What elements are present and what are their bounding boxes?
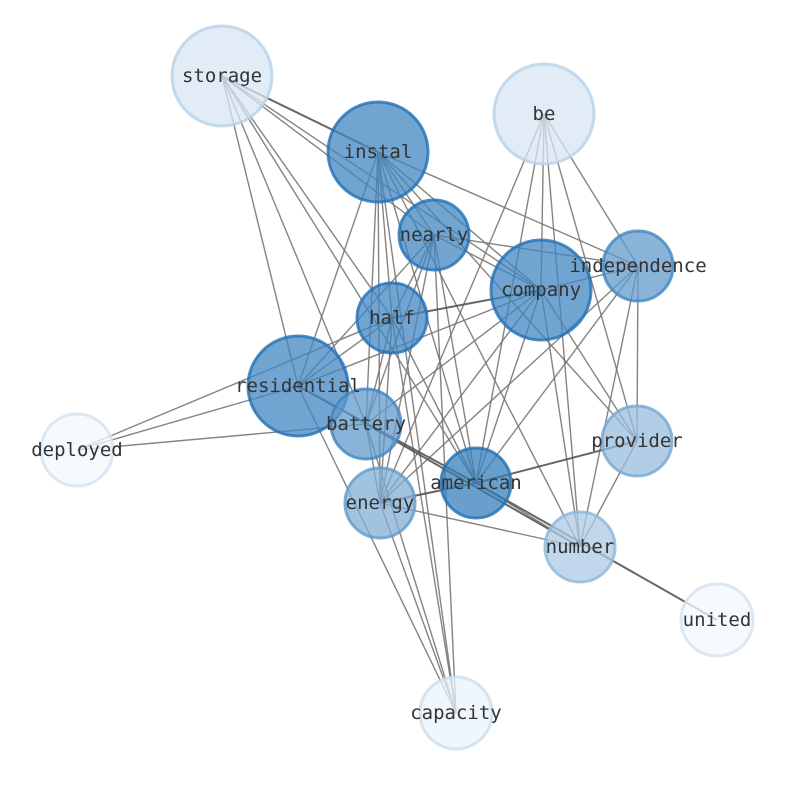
node-circle[interactable] xyxy=(246,334,350,438)
edge-independence-energy xyxy=(379,265,639,504)
node-circle[interactable] xyxy=(543,510,617,584)
node-label: storage xyxy=(182,65,262,87)
node-label: battery xyxy=(326,413,406,435)
node-label: company xyxy=(501,279,581,301)
edge-half-deployed xyxy=(76,317,393,451)
node-label: united xyxy=(683,609,752,631)
node-label: deployed xyxy=(31,439,123,461)
node-label: capacity xyxy=(410,702,502,724)
node-circle[interactable] xyxy=(418,675,494,751)
node-circle[interactable] xyxy=(492,62,596,166)
node-circle[interactable] xyxy=(343,466,417,540)
node-circle[interactable] xyxy=(600,404,674,478)
edge-residential-capacity xyxy=(297,385,457,714)
node-circle[interactable] xyxy=(489,238,593,342)
edge-storage-residential xyxy=(221,75,299,387)
node-circle[interactable] xyxy=(679,582,755,658)
node-label: provider xyxy=(591,430,683,452)
edge-be-energy xyxy=(379,113,545,504)
node-circle[interactable] xyxy=(326,100,430,204)
node-label: half xyxy=(369,307,415,329)
node-circle[interactable] xyxy=(601,229,675,303)
node-label: nearly xyxy=(400,224,469,246)
node-label: energy xyxy=(346,492,415,514)
node-circle[interactable] xyxy=(39,412,115,488)
node-label: number xyxy=(546,536,615,558)
node-circle[interactable] xyxy=(329,387,403,461)
edge-instal-capacity xyxy=(377,151,457,714)
edge-independence-american xyxy=(475,265,639,484)
node-label: independence xyxy=(569,255,706,277)
edge-nearly-american xyxy=(433,234,477,484)
nodes-layer xyxy=(39,24,755,751)
node-label: be xyxy=(533,103,556,125)
edge-storage-american xyxy=(221,75,477,484)
labels-layer: storage be instal nearly independencecompany… xyxy=(31,65,751,724)
node-circle[interactable] xyxy=(397,198,471,272)
node-label: residential xyxy=(235,375,361,397)
node-circle[interactable] xyxy=(170,24,274,128)
edge-independence-number xyxy=(579,265,639,548)
node-circle[interactable] xyxy=(439,446,513,520)
edge-half-capacity xyxy=(391,317,457,714)
edge-nearly-energy xyxy=(379,234,435,504)
node-circle[interactable] xyxy=(355,281,429,355)
node-label: american xyxy=(430,472,522,494)
node-label: instal xyxy=(344,141,413,163)
